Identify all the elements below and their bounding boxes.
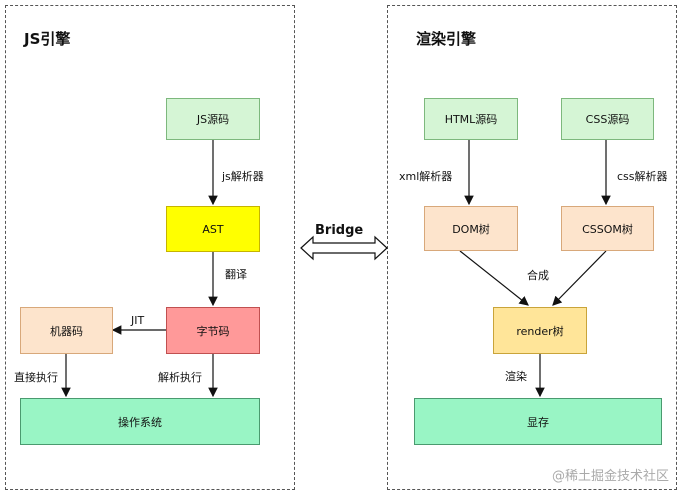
arrow-dom-to-render (459, 250, 529, 306)
render-tree-box: render树 (493, 307, 587, 354)
js-engine-title: JS引擎 (24, 30, 71, 48)
jit-label: JIT (131, 314, 145, 327)
css-parser-label: css解析器 (617, 170, 668, 183)
os-box: 操作系统 (20, 398, 260, 445)
cssom-tree-box: CSSOM树 (561, 206, 654, 251)
render-engine-panel (387, 5, 677, 490)
bridge-label: Bridge (315, 223, 364, 238)
bytecode-box: 字节码 (166, 307, 260, 354)
dom-tree-box: DOM树 (424, 206, 518, 251)
bridge-arrow (300, 235, 388, 261)
translate-label: 翻译 (225, 268, 247, 281)
render-engine-title: 渲染引擎 (416, 30, 477, 48)
ast-box: AST (166, 206, 260, 252)
js-source-box: JS源码 (166, 98, 260, 140)
render-label: 渲染 (505, 370, 527, 383)
direct-exec-label: 直接执行 (14, 371, 58, 384)
display-box: 显存 (414, 398, 662, 445)
arrow-cssom-to-render (552, 250, 607, 306)
xml-parser-label: xml解析器 (399, 170, 453, 183)
machine-code-box: 机器码 (20, 307, 113, 354)
js-parser-label: js解析器 (222, 170, 264, 183)
html-source-box: HTML源码 (424, 98, 518, 140)
parse-exec-label: 解析执行 (158, 371, 202, 384)
js-engine-panel (5, 5, 295, 490)
watermark: @稀土掘金技术社区 (551, 469, 669, 484)
merge-label: 合成 (527, 269, 549, 282)
css-source-box: CSS源码 (561, 98, 654, 140)
